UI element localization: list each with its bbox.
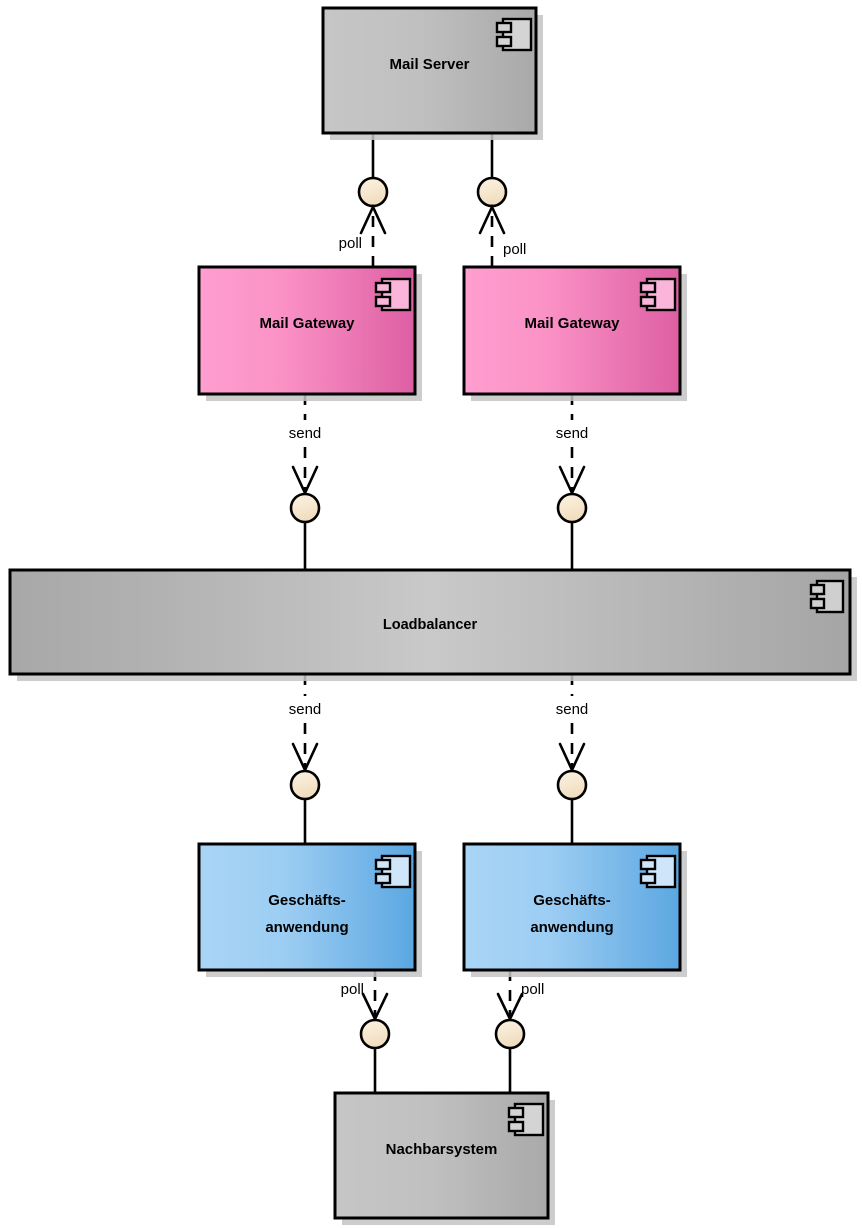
component-geschaeftsanwendung-right[interactable]: Geschäfts- anwendung — [462, 842, 687, 977]
component-icon — [507, 1102, 545, 1137]
component-mail-gateway-left[interactable]: Mail Gateway — [197, 265, 422, 401]
component-label-line-2: anwendung — [530, 919, 613, 936]
provided-interface-ball[interactable] — [357, 176, 389, 208]
component-nachbarsystem[interactable]: Nachbarsystem — [333, 1091, 555, 1225]
component-body — [8, 568, 852, 676]
connector-label-poll: poll — [503, 241, 526, 258]
component-mail-server[interactable]: Mail Server — [321, 6, 543, 140]
connector-poll-anwendung-left-nachbarsystem[interactable]: poll — [341, 970, 391, 1093]
connector-label-send: send — [556, 701, 589, 718]
provided-interface-ball[interactable] — [359, 1018, 391, 1050]
provided-interface-ball[interactable] — [556, 769, 588, 801]
component-loadbalancer[interactable]: Loadbalancer — [8, 568, 857, 681]
provided-interface-ball[interactable] — [476, 176, 508, 208]
component-label: Mail Gateway — [259, 315, 355, 332]
connector-label-poll: poll — [341, 981, 364, 998]
component-label: Nachbarsystem — [386, 1141, 498, 1158]
component-icon — [639, 277, 677, 312]
connector-label-poll: poll — [521, 981, 544, 998]
provided-interface-ball[interactable] — [289, 769, 321, 801]
connector-send-gateway-left-loadbalancer[interactable]: send — [289, 394, 322, 570]
connector-label-send: send — [289, 701, 322, 718]
connector-send-gateway-right-loadbalancer[interactable]: send — [556, 394, 589, 570]
dependency-arrowhead — [359, 203, 387, 235]
component-label: Mail Gateway — [524, 315, 620, 332]
connector-poll-mailserver-gateway-right[interactable]: poll — [476, 133, 526, 267]
connector-send-loadbalancer-anwendung-right[interactable]: send — [556, 674, 589, 844]
connector-send-loadbalancer-anwendung-left[interactable]: send — [289, 674, 322, 844]
component-geschaeftsanwendung-left[interactable]: Geschäfts- anwendung — [197, 842, 422, 977]
component-icon — [374, 277, 412, 312]
connector-poll-mailserver-gateway-left[interactable]: poll — [339, 133, 389, 267]
component-icon — [495, 17, 533, 52]
component-icon — [809, 579, 845, 614]
connector-label-send: send — [289, 425, 322, 442]
connector-poll-anwendung-right-nachbarsystem[interactable]: poll — [494, 970, 544, 1093]
component-label-line-1: Geschäfts- — [533, 892, 611, 909]
component-icon — [374, 854, 412, 889]
provided-interface-ball[interactable] — [556, 492, 588, 524]
provided-interface-ball[interactable] — [494, 1018, 526, 1050]
component-mail-gateway-right[interactable]: Mail Gateway — [462, 265, 687, 401]
component-label: Mail Server — [389, 56, 469, 73]
component-label: Loadbalancer — [383, 617, 478, 633]
provided-interface-ball[interactable] — [289, 492, 321, 524]
component-label-line-1: Geschäfts- — [268, 892, 346, 909]
component-label-line-2: anwendung — [265, 919, 348, 936]
component-icon — [639, 854, 677, 889]
connector-label-poll: poll — [339, 235, 362, 252]
dependency-arrowhead — [478, 203, 506, 235]
connector-label-send: send — [556, 425, 589, 442]
